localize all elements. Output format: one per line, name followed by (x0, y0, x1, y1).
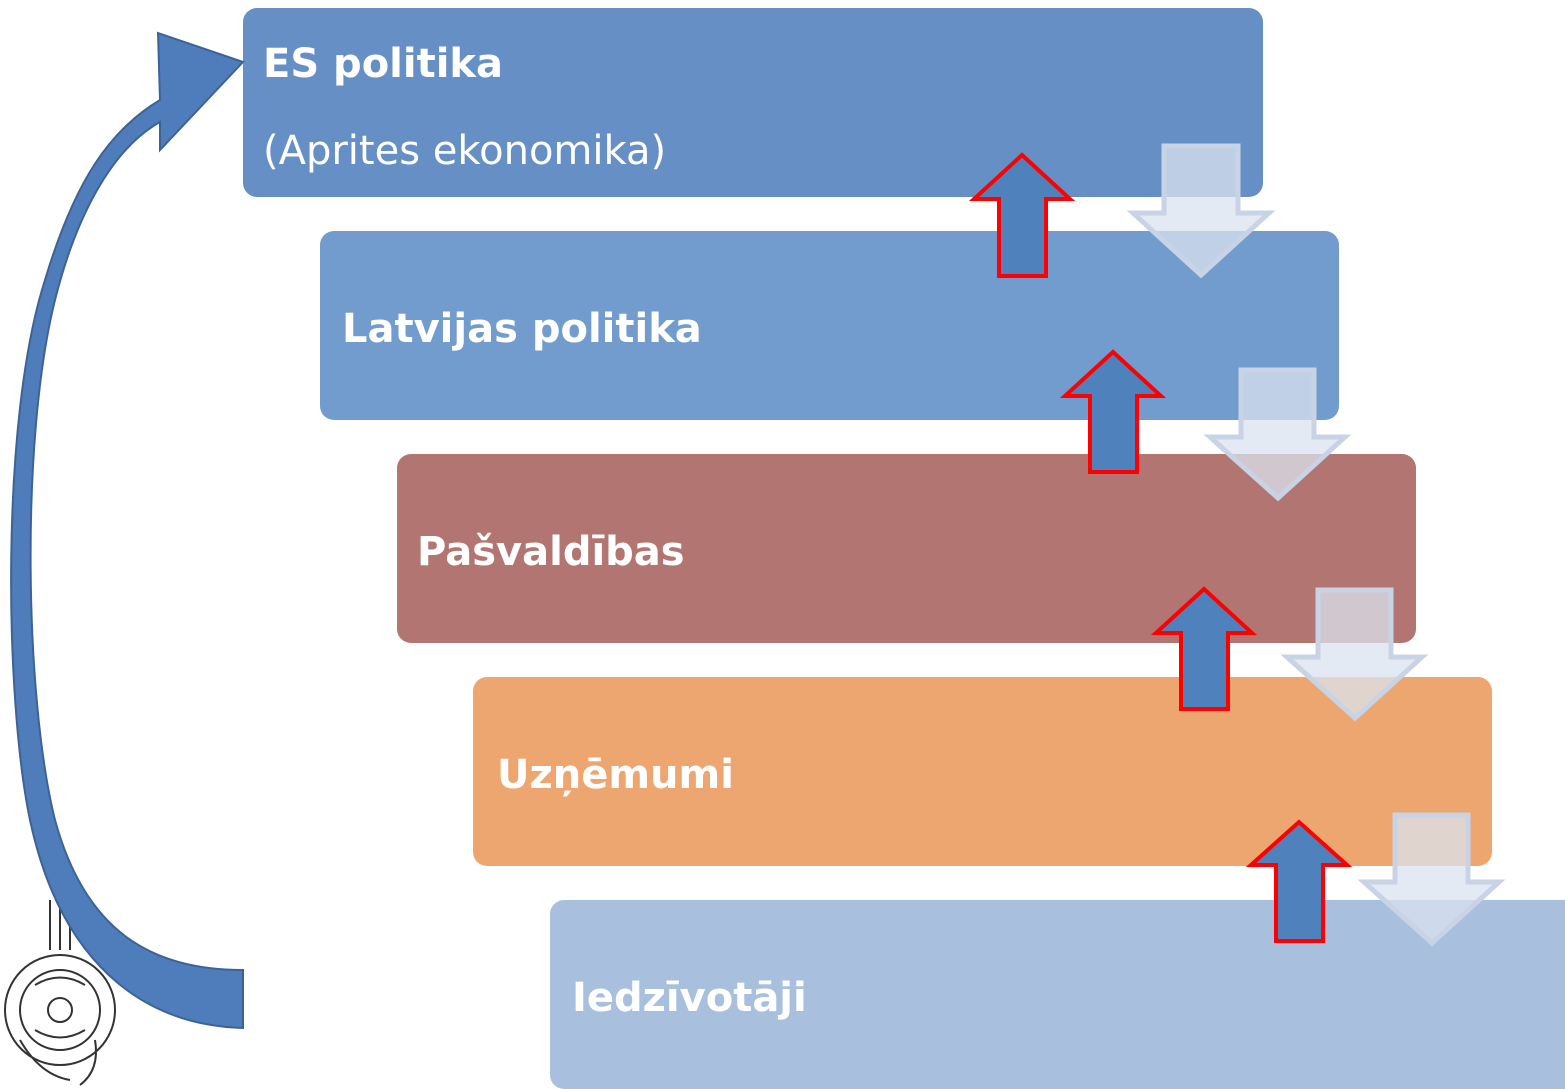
up-arrow-1 (968, 152, 1076, 278)
level-box-enterprises: Uzņēmumi (473, 677, 1492, 866)
level-box-es: ES politika (Aprites ekonomika) (243, 8, 1263, 197)
down-arrow-2 (1203, 367, 1352, 502)
down-arrow-3 (1280, 587, 1429, 722)
level-box-residents: Iedzīvotāji (550, 900, 1565, 1089)
emblem-logo (4, 895, 116, 1086)
feedback-arrow (10, 31, 245, 1030)
level-title-enterprises: Uzņēmumi (497, 752, 734, 798)
level-title-municipalities: Pašvaldības (417, 529, 685, 575)
up-arrow-2 (1059, 349, 1167, 474)
level-box-municipalities: Pašvaldības (397, 454, 1416, 643)
down-arrow-1 (1126, 143, 1276, 279)
level-title-es: ES politika (263, 41, 504, 87)
up-arrow-4 (1245, 819, 1353, 943)
level-title-latvia: Latvijas politika (342, 306, 702, 352)
level-subtitle-es: (Aprites ekonomika) (263, 128, 667, 174)
level-box-latvia: Latvijas politika (320, 231, 1339, 420)
level-title-residents: Iedzīvotāji (572, 975, 807, 1021)
up-arrow-3 (1150, 586, 1258, 711)
down-arrow-4 (1357, 812, 1506, 947)
down-arrows (1126, 143, 1506, 947)
up-arrows (968, 152, 1353, 943)
